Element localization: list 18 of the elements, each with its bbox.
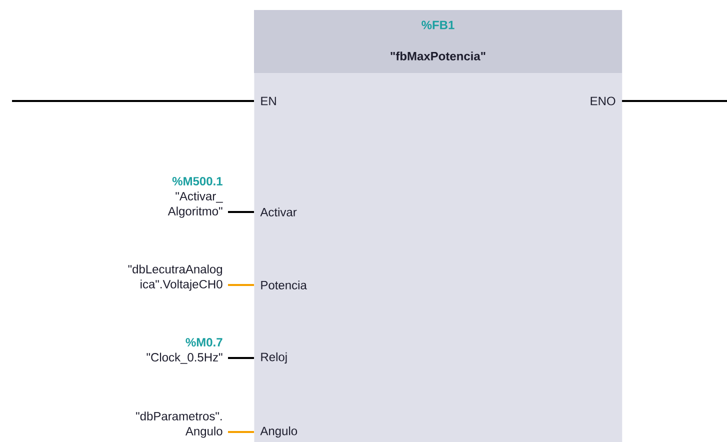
wire: [622, 100, 727, 102]
wire: [228, 284, 254, 286]
block-name: "fbMaxPotencia": [390, 52, 486, 60]
operand-label: %M500.1 "Activar_ Algoritmo": [168, 176, 223, 218]
pin-label: ENO: [590, 96, 616, 106]
pin-label: Angulo: [260, 426, 298, 438]
wire: [228, 357, 254, 359]
wire: [228, 431, 254, 433]
operand-label: %M0.7 "Clock_0.5Hz": [146, 338, 222, 364]
operand-label: "dbLecutraAnalog ica".VoltajeCH0: [128, 264, 222, 291]
block-number: %FB1: [422, 20, 454, 30]
operand-label: "dbParametros". Angulo: [136, 412, 222, 438]
pin-label: Reloj: [261, 352, 287, 364]
pin-label: Activar: [260, 208, 297, 216]
wire: [228, 211, 254, 213]
pin-label: EN: [261, 96, 276, 106]
wire: [12, 100, 254, 102]
pin-label: Potencia: [261, 280, 307, 290]
